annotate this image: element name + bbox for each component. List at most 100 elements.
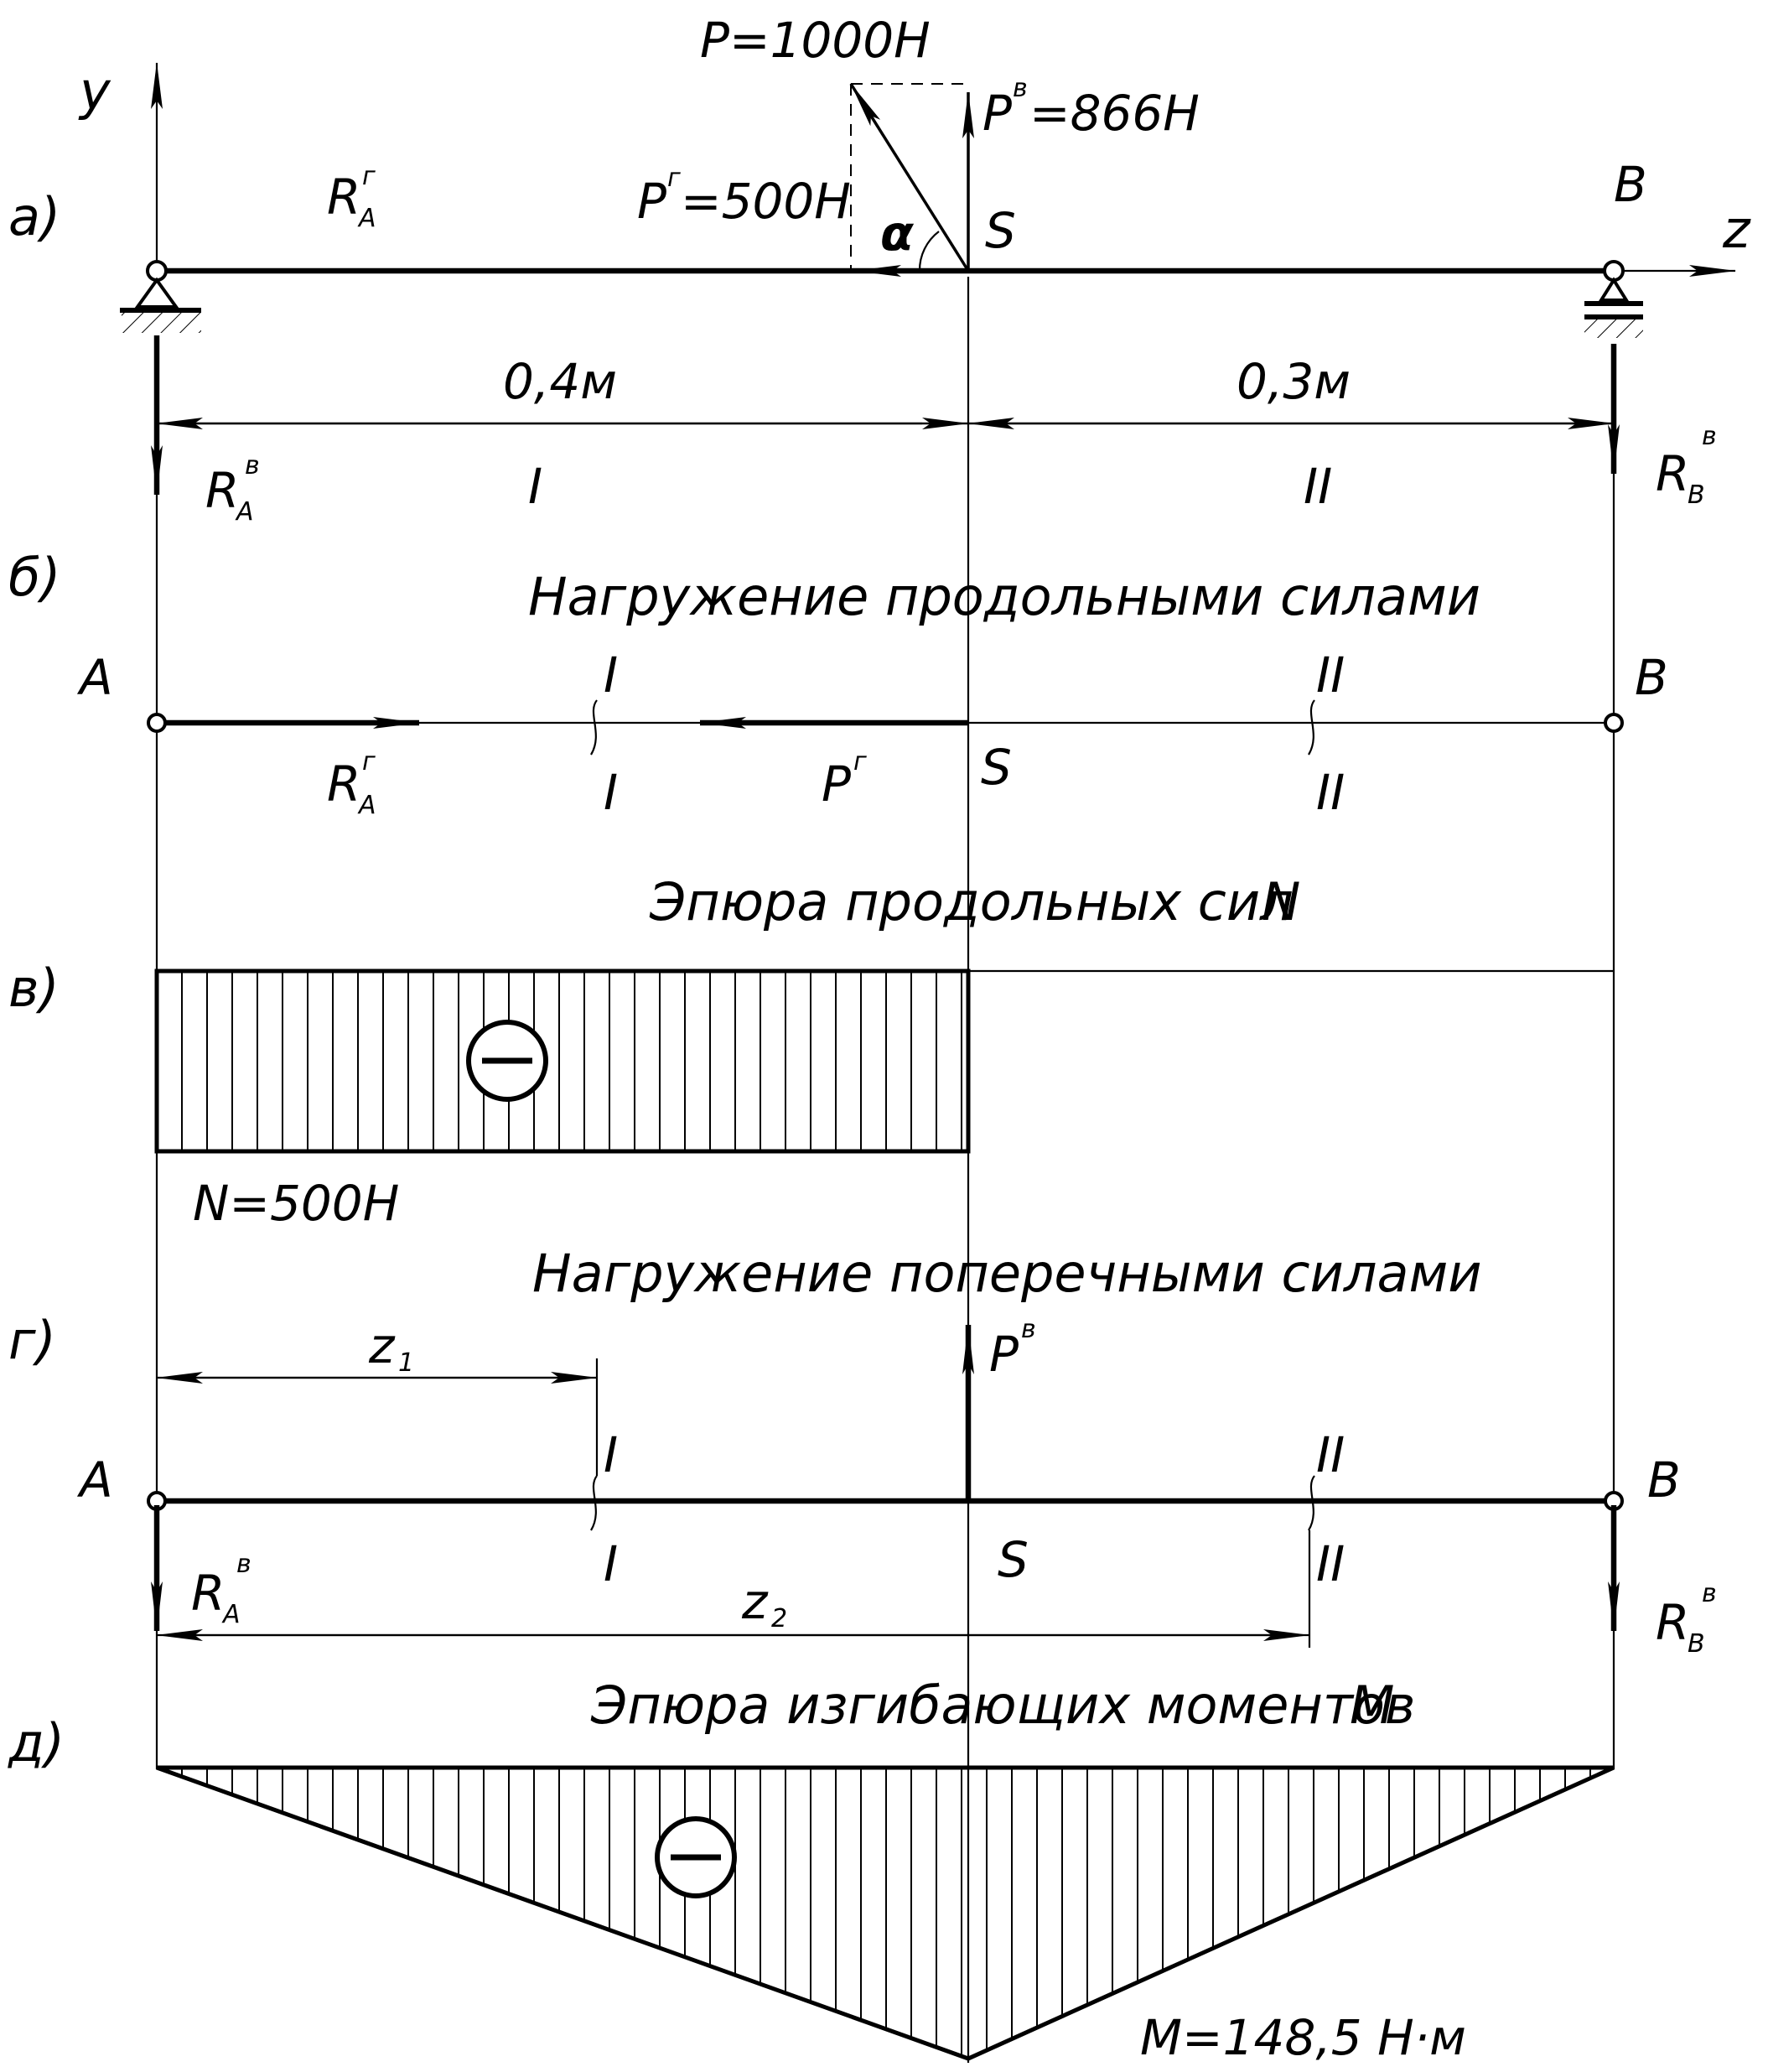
n-diagram-hatch <box>181 971 962 1151</box>
svg-text:I: I <box>604 764 618 821</box>
svg-text:N: N <box>1262 871 1300 932</box>
svg-text:R: R <box>1656 445 1689 502</box>
svg-text:R: R <box>205 462 239 519</box>
part-a-label: а) <box>8 186 60 247</box>
point-b-label-b: B <box>1635 649 1668 706</box>
svg-text:A: A <box>357 204 376 233</box>
svg-text:в: в <box>1021 1315 1036 1344</box>
svg-text:z: z <box>741 1573 769 1630</box>
svg-text:II: II <box>1316 1535 1345 1592</box>
cut-ii-b <box>1308 699 1315 756</box>
reaction-ra-g-label: R A г <box>327 162 376 233</box>
m-diagram-hatch <box>181 1768 1591 2057</box>
point-b-label-g: B <box>1647 1451 1681 1509</box>
reaction-ra-v-label: R A в <box>205 451 260 527</box>
svg-text:B: B <box>1688 480 1705 510</box>
section-a: y z а) P=1000H <box>8 12 1751 527</box>
svg-text:P: P <box>822 756 851 813</box>
roller-support-b <box>1584 260 1643 338</box>
svg-text:I: I <box>604 647 618 704</box>
value-n-label: N=500H <box>193 1175 399 1232</box>
section-b: б) Нагружение продольными силами A B I I… <box>8 547 1668 821</box>
svg-text:R: R <box>1656 1594 1689 1651</box>
svg-text:I: I <box>604 1535 618 1592</box>
svg-text:г: г <box>667 164 681 193</box>
reaction-rb-v-label: R B в <box>1656 422 1717 510</box>
force-pv-label: P в =866H <box>983 74 1200 142</box>
title-moment-diag: Эпюра изгибающих моментов M <box>590 1675 1415 1736</box>
segment-i-label: I <box>528 458 542 515</box>
dim-right-label: 0,3м <box>1237 353 1351 410</box>
alpha-label: α <box>880 205 915 262</box>
reaction-rb-v-label-g: R B в <box>1656 1579 1717 1659</box>
svg-text:в: в <box>1702 422 1717 451</box>
cut-ii-g <box>1308 1475 1315 1531</box>
section-d: Эпюра изгибающих моментов M д) M=148,5 Н… <box>8 1675 1615 2066</box>
y-axis-label: y <box>78 60 111 122</box>
reaction-ra-v-label-g: R A в <box>191 1550 251 1629</box>
svg-text:P: P <box>637 173 666 230</box>
svg-text:2: 2 <box>771 1604 787 1633</box>
svg-text:г: г <box>362 162 376 191</box>
svg-text:P: P <box>989 1326 1019 1383</box>
point-a-label-g: A <box>76 1451 113 1509</box>
svg-text:=866H: =866H <box>1029 85 1200 142</box>
part-v-label: в) <box>8 958 60 1019</box>
m-diagram-outline <box>156 1765 1615 2061</box>
svg-text:z: z <box>368 1317 396 1374</box>
svg-text:A: A <box>221 1600 241 1629</box>
alpha-arc <box>918 231 940 272</box>
svg-text:в: в <box>245 451 260 480</box>
title-long-load: Нагружение продольными силами <box>528 566 1480 627</box>
minus-sign-m <box>655 1816 737 1898</box>
svg-text:II: II <box>1316 647 1345 704</box>
force-pg-label: P г =500H <box>637 164 851 230</box>
svg-text:A: A <box>357 791 376 820</box>
minus-sign-n <box>466 1020 548 1102</box>
svg-text:в: в <box>236 1550 251 1579</box>
svg-text:R: R <box>191 1565 225 1622</box>
svg-text:г: г <box>362 747 376 776</box>
cut-i-b <box>590 699 598 756</box>
svg-text:P: P <box>983 85 1012 142</box>
dim-left-label: 0,4м <box>503 353 617 410</box>
value-m-label: M=148,5 Н·м <box>1140 2009 1466 2066</box>
part-b-label: б) <box>8 547 60 608</box>
part-d-label: д) <box>8 1712 65 1773</box>
title-trans-load: Нагружение поперечными силами <box>532 1243 1482 1304</box>
section-g: Нагружение поперечными силами г) z 1 P в… <box>8 1243 1717 1659</box>
point-s-label: S <box>985 202 1016 259</box>
svg-text:R: R <box>327 756 360 813</box>
svg-text:II: II <box>1316 764 1345 821</box>
section-v: Эпюра продольных сил N в) N=500H <box>8 871 1614 1232</box>
svg-text:в: в <box>1702 1579 1717 1608</box>
svg-text:=500H: =500H <box>681 173 851 230</box>
point-b-label: B <box>1614 156 1647 213</box>
n-diagram-bar <box>154 968 971 1154</box>
cut-i-g <box>590 1475 598 1531</box>
svg-text:Эпюра продольных сил: Эпюра продольных сил <box>649 871 1294 932</box>
pin-support-a <box>120 260 201 333</box>
z2-label: z 2 <box>741 1573 787 1633</box>
svg-text:R: R <box>327 169 360 226</box>
svg-text:Эпюра изгибающих моментов: Эпюра изгибающих моментов <box>590 1675 1415 1736</box>
point-a-label-b: A <box>76 649 113 706</box>
force-pg-label-b: P г <box>822 747 867 813</box>
svg-text:A: A <box>235 497 254 527</box>
segment-ii-label: II <box>1304 458 1332 515</box>
svg-text:1: 1 <box>398 1348 414 1378</box>
svg-text:II: II <box>1316 1426 1345 1483</box>
force-p-arrow <box>849 83 970 272</box>
force-p-label: P=1000H <box>700 12 931 69</box>
reaction-ra-g-label-b: R A г <box>327 747 376 820</box>
svg-text:г: г <box>853 747 867 776</box>
force-pv-label-g: P в <box>989 1315 1036 1383</box>
svg-text:I: I <box>604 1426 618 1483</box>
part-g-label: г) <box>8 1310 56 1371</box>
svg-text:B: B <box>1688 1629 1705 1659</box>
z1-label: z 1 <box>368 1317 414 1378</box>
svg-text:M: M <box>1350 1675 1395 1736</box>
point-s-label-g: S <box>998 1531 1029 1588</box>
